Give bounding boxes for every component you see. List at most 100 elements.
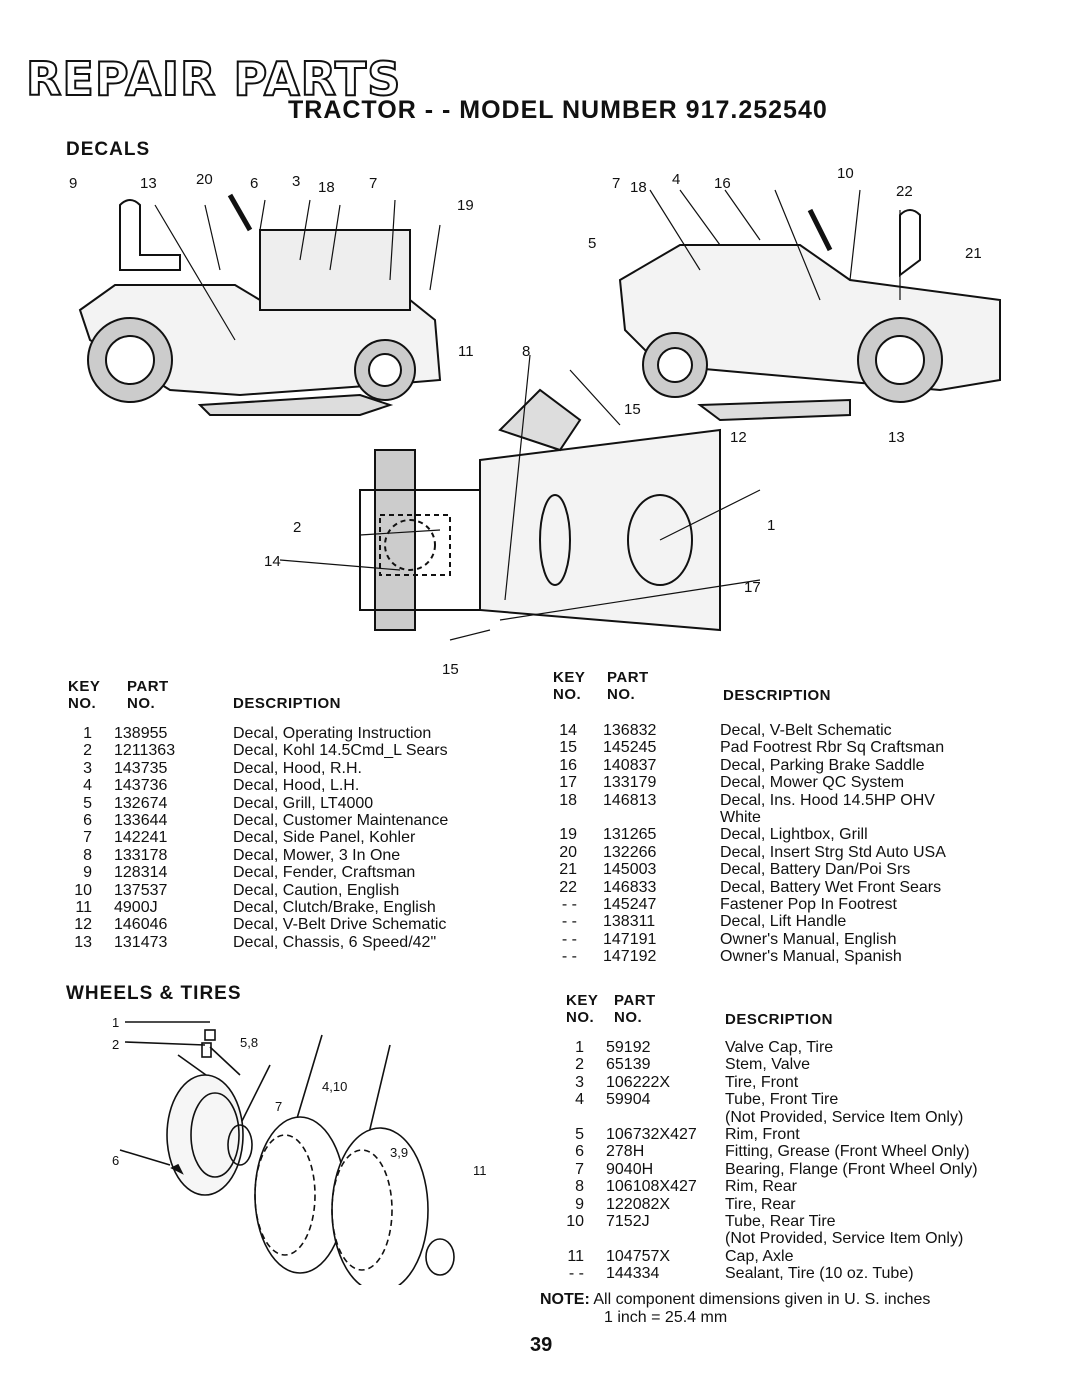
key-no: 7 xyxy=(575,1160,584,1178)
callout: 5,8 xyxy=(240,1035,258,1050)
part-no: 146833 xyxy=(603,878,657,896)
part-no: 140837 xyxy=(603,756,657,774)
key-no: 17 xyxy=(559,774,577,792)
description: Pad Footrest Rbr Sq Craftsman xyxy=(720,739,945,757)
callout: 7 xyxy=(612,175,620,192)
callout: 15 xyxy=(442,661,459,678)
decals-diagram: 9 13 20 6 3 18 7 19 7 18 4 16 10 22 5 21… xyxy=(69,165,1001,678)
description: Rim, Front xyxy=(725,1126,800,1143)
part-no: 65139 xyxy=(606,1056,651,1074)
callout: 5 xyxy=(588,235,596,252)
part-no: 142241 xyxy=(114,829,168,847)
decal-callouts: 9 13 20 6 3 18 7 19 7 18 4 16 10 22 5 21… xyxy=(69,165,982,678)
key-no: 7 xyxy=(83,829,92,847)
description: Decal, Hood, R.H. xyxy=(233,759,362,777)
key-no: - - xyxy=(561,948,577,966)
wheels-heading: WHEELS & TIRES xyxy=(66,983,242,1004)
part-no: 143735 xyxy=(114,759,168,777)
description: Decal, V-Belt Drive Schematic xyxy=(233,916,447,934)
description: Decal, Operating Instruction xyxy=(233,725,432,742)
key-no: 9 xyxy=(83,864,92,882)
note-text: All component dimensions given in U. S. … xyxy=(593,1291,931,1308)
key-no: 3 xyxy=(83,759,92,777)
description: Decal, Chassis, 6 Speed/42" xyxy=(233,933,437,951)
key-no: 8 xyxy=(83,846,92,864)
part-no: 138311 xyxy=(603,913,656,931)
key-no: 6 xyxy=(83,812,92,829)
description: Fastener Pop In Footrest xyxy=(720,896,897,913)
callout: 4 xyxy=(672,171,680,188)
note: NOTE: All component dimensions given in … xyxy=(540,1291,930,1309)
description: Sealant, Tire (10 oz. Tube) xyxy=(725,1265,914,1283)
part-no: 278H xyxy=(606,1143,645,1161)
part-no: 147192 xyxy=(603,948,657,966)
description: (Not Provided, Service Item Only) xyxy=(725,1108,964,1126)
key-no: - - xyxy=(561,930,577,948)
part-no: 4900J xyxy=(114,899,158,916)
description: Decal, Fender, Craftsman xyxy=(233,864,416,882)
description: Owner's Manual, English xyxy=(720,930,897,948)
key-no: 11 xyxy=(567,1247,584,1265)
description: Decal, V-Belt Schematic xyxy=(720,722,892,739)
note-conversion: 1 inch = 25.4 mm xyxy=(604,1309,728,1326)
callout: 3,9 xyxy=(390,1145,408,1160)
key-no: 12 xyxy=(74,916,92,934)
page-number: 39 xyxy=(530,1334,553,1356)
description: Rim, Rear xyxy=(725,1178,798,1196)
key-no: 5 xyxy=(83,794,92,812)
part-no: 133644 xyxy=(114,812,168,829)
callout: 18 xyxy=(318,179,335,196)
description: Decal, Kohl 14.5Cmd_L Sears xyxy=(233,742,448,760)
page-title: REPAIR PARTS xyxy=(25,51,402,107)
callout: 2 xyxy=(293,519,301,536)
key-no: 8 xyxy=(575,1178,584,1196)
description: Cap, Axle xyxy=(725,1247,794,1265)
part-no: 138955 xyxy=(114,725,168,742)
callout: 15 xyxy=(624,401,641,418)
description: Tire, Front xyxy=(725,1073,799,1091)
part-no: 106732X427 xyxy=(606,1126,697,1143)
description: Decal, Caution, English xyxy=(233,881,400,899)
part-no: 147191 xyxy=(603,930,657,948)
key-no: 4 xyxy=(575,1091,584,1109)
description: Decal, Mower QC System xyxy=(720,774,905,792)
part-no: 132266 xyxy=(603,843,657,861)
key-no: 19 xyxy=(559,826,577,844)
decals-left-desc-header: DESCRIPTION xyxy=(233,695,342,712)
page-subtitle: TRACTOR - - MODEL NUMBER 917.252540 xyxy=(288,96,828,124)
part-no: 144334 xyxy=(606,1265,660,1283)
part-no: 106222X xyxy=(606,1073,671,1091)
key-no: 1 xyxy=(83,725,92,742)
part-no: 133178 xyxy=(114,846,168,864)
description: Valve Cap, Tire xyxy=(725,1039,834,1056)
part-no: 59192 xyxy=(606,1039,651,1056)
callout: 11 xyxy=(473,1163,487,1178)
description: Tube, Front Tire xyxy=(725,1091,839,1109)
part-no: 9040H xyxy=(606,1160,654,1178)
key-no: - - xyxy=(568,1265,584,1283)
callout: 9 xyxy=(69,175,77,192)
decals-right-desc-header: DESCRIPTION xyxy=(723,687,832,704)
callout: 7 xyxy=(275,1099,282,1114)
part-no: 136832 xyxy=(603,722,657,739)
key-no: 18 xyxy=(559,791,577,809)
description: Decal, Hood, L.H. xyxy=(233,777,360,795)
callout: 8 xyxy=(522,343,530,360)
description: Decal, Clutch/Brake, English xyxy=(233,899,436,916)
callout: 1 xyxy=(767,517,775,534)
key-no: 9 xyxy=(575,1195,584,1213)
callout: 3 xyxy=(292,173,300,190)
part-no: 137537 xyxy=(114,881,168,899)
part-no: 143736 xyxy=(114,777,168,795)
description: Fitting, Grease (Front Wheel Only) xyxy=(725,1143,970,1161)
description: Decal, Side Panel, Kohler xyxy=(233,829,416,847)
wheels-diagram: 1 2 5,8 4,10 7 3,9 6 11 xyxy=(112,1015,487,1285)
part-no: 146046 xyxy=(114,916,168,934)
description: Bearing, Flange (Front Wheel Only) xyxy=(725,1160,978,1178)
key-no: 16 xyxy=(559,756,577,774)
callout: 6 xyxy=(112,1153,119,1168)
